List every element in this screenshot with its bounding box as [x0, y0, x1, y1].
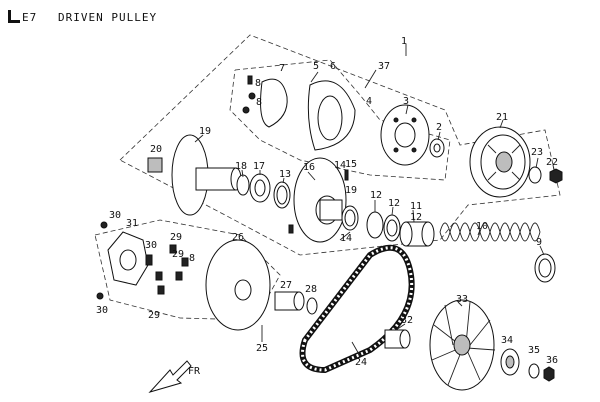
washer-28	[306, 297, 318, 315]
callout-27: 27	[280, 280, 292, 291]
spring-seat	[399, 221, 435, 247]
collar-32	[384, 329, 411, 349]
needle-bearing	[147, 157, 163, 173]
diagram-header: E7 DRIVEN PULLEY	[8, 10, 157, 24]
callout-29c: 29	[148, 310, 160, 321]
drive-belt	[299, 244, 415, 374]
clutch-outer	[469, 126, 531, 198]
guide-collars	[366, 211, 401, 242]
callout-7: 7	[279, 63, 285, 74]
callout-18: 18	[235, 161, 247, 172]
front-label: FR	[188, 366, 201, 377]
callout-16: 16	[303, 162, 315, 173]
callout-4: 4	[366, 96, 372, 107]
drive-sleeve	[274, 291, 305, 311]
callout-37: 37	[378, 61, 390, 72]
callout-30: 30	[109, 210, 121, 221]
group-outlines	[94, 34, 561, 321]
front-direction-arrow: FR	[148, 360, 201, 393]
fan-hardware	[500, 348, 555, 382]
nut-2	[429, 138, 445, 158]
callout-20: 20	[150, 144, 162, 155]
callout-19b: 19	[345, 185, 357, 196]
callout-14b: 14	[340, 233, 352, 244]
small-fasteners	[145, 244, 189, 295]
callout-22: 22	[546, 157, 558, 168]
callout-34: 34	[501, 335, 513, 346]
callout-1: 1	[401, 36, 407, 47]
callout-9: 9	[536, 237, 542, 248]
callout-8c: 8	[189, 253, 195, 264]
callout-30b: 30	[145, 240, 157, 251]
callout-19: 19	[199, 126, 211, 137]
callout-13: 13	[279, 169, 291, 180]
callout-32: 32	[401, 315, 413, 326]
callout-3: 3	[403, 96, 409, 107]
callout-15: 15	[345, 159, 357, 170]
spring-collar	[534, 253, 556, 283]
sliding-face	[293, 157, 347, 243]
callout-6: 6	[330, 61, 336, 72]
callout-23: 23	[531, 147, 543, 158]
callout-35: 35	[528, 345, 540, 356]
callout-29b: 29	[172, 249, 184, 260]
clutch-plate	[380, 104, 430, 166]
callout-5: 5	[313, 61, 319, 72]
callout-24: 24	[355, 357, 367, 368]
callout-25: 25	[256, 343, 268, 354]
callout-10: 10	[476, 221, 488, 232]
torque-spring	[439, 222, 541, 242]
callout-8: 8	[255, 78, 261, 89]
callout-28: 28	[305, 284, 317, 295]
ramp-plate	[96, 221, 149, 300]
callout-29: 29	[170, 232, 182, 243]
washer-and-nut-22-23	[528, 166, 563, 184]
movable-drive-face	[205, 239, 271, 331]
drive-fan	[429, 299, 496, 391]
section-code: E7	[22, 11, 37, 24]
callout-31: 31	[126, 218, 138, 229]
leader-lines	[194, 44, 555, 357]
callout-12c: 12	[410, 212, 422, 223]
callout-12: 12	[370, 190, 382, 201]
callout-26: 26	[232, 232, 244, 243]
callout-12b: 12	[388, 198, 400, 209]
diagram-title: DRIVEN PULLEY	[58, 11, 157, 24]
callout-33: 33	[456, 294, 468, 305]
oil-seals	[288, 169, 359, 234]
clutch-shoe-assembly	[242, 71, 356, 151]
fixed-face	[171, 134, 242, 216]
callout-21: 21	[496, 112, 508, 123]
callout-30c: 30	[96, 305, 108, 316]
callout-8b: 8	[256, 97, 262, 108]
callout-11: 11	[410, 201, 422, 212]
callout-17: 17	[253, 161, 265, 172]
callout-2: 2	[436, 122, 442, 133]
callout-36: 36	[546, 355, 558, 366]
callout-labels: 1 37 5 6 7 8 8 4 3 2 21 23 22 19 20 18 1…	[96, 36, 558, 368]
callout-14: 14	[334, 160, 346, 171]
